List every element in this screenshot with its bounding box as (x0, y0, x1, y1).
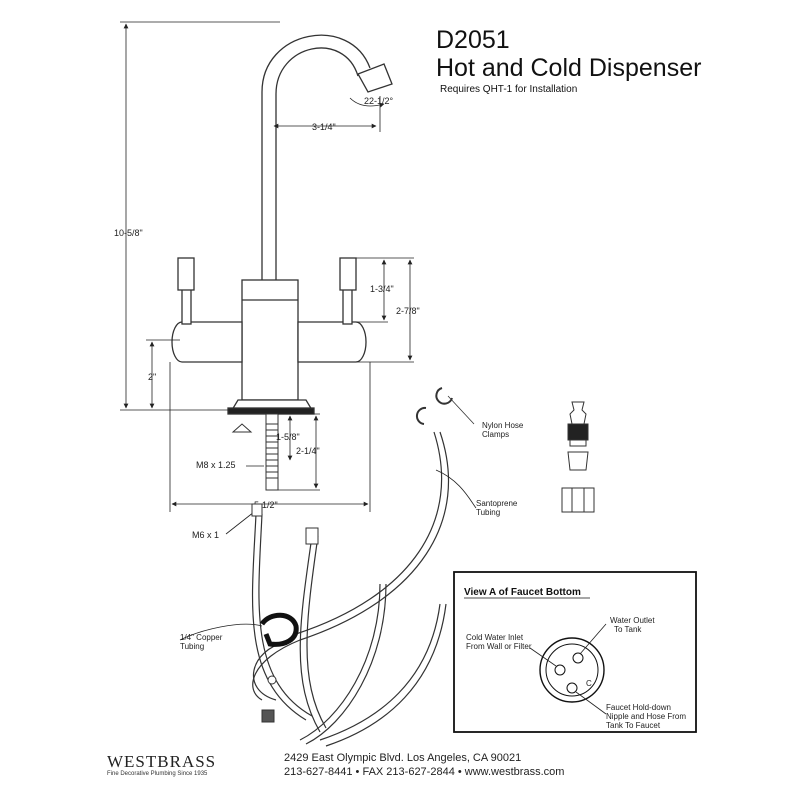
view-a-title: View A of Faucet Bottom (464, 587, 581, 598)
holddown-label-line2: Nipple and Hose From (606, 712, 686, 721)
holddown-label-line3: Tank To Faucet (606, 721, 661, 730)
company-address: 2429 East Olympic Blvd. Los Angeles, CA … (284, 752, 522, 764)
dimension-labels: 22-1/2° 3-1/4" 10-5/8" 1-3/4" 2-7/8" 2" … (114, 96, 420, 540)
fittings (251, 503, 319, 723)
faucet-body (171, 34, 393, 415)
brand-logo: WESTBRASS (107, 752, 217, 771)
copper-label-line2: Tubing (180, 642, 204, 651)
company-contact: 213-627-8441 • FAX 213-627-2844 • www.we… (284, 766, 565, 778)
outlet-label-line2: To Tank (614, 625, 642, 634)
handle-height-label: 1-3/4" (370, 284, 394, 294)
base-height-label: 2" (148, 372, 156, 382)
reach-label: 3-1/4" (312, 122, 336, 132)
thread-main-label: M8 x 1.25 (196, 460, 236, 470)
model-number: D2051 (436, 26, 510, 54)
tubing-label-line1: Santoprene (476, 499, 518, 508)
copper-label-line1: 1/4" Copper (180, 633, 223, 642)
product-name: Hot and Cold Dispenser (436, 54, 702, 82)
thread-small-label: M6 x 1 (192, 530, 219, 540)
hose-barb-fitting (561, 401, 595, 513)
shank-label: 1-5/8" (276, 432, 300, 442)
tubing (251, 431, 449, 747)
clamps-label-line2: Clamps (482, 430, 509, 439)
cold-inlet-port (554, 664, 566, 676)
hose-clamps (415, 387, 475, 425)
shank-total-label: 2-1/4" (296, 446, 320, 456)
outlet-label-line1: Water Outlet (610, 616, 655, 625)
dimension-lines (120, 21, 414, 535)
width-label: 5-1/2" (254, 500, 278, 510)
handle-total-label: 2-7/8" (396, 306, 420, 316)
leader-lines (179, 469, 477, 641)
inlet-label-line2: From Wall or Filter (466, 642, 532, 651)
holddown-label-line1: Faucet Hold-down (606, 703, 671, 712)
tubing-label-line2: Tubing (476, 508, 500, 517)
brand-tagline: Fine Decorative Plumbing Since 1935 (107, 771, 208, 777)
holddown-port (566, 682, 578, 694)
part-labels: Nylon Hose Clamps Santoprene Tubing 1/4"… (180, 421, 524, 651)
mounting-shank (231, 413, 279, 491)
inlet-label-line1: Cold Water Inlet (466, 633, 524, 642)
view-a-inset: View A of Faucet Bottom C Water Outlet T… (453, 571, 697, 733)
installation-requirement: Requires QHT-1 for Installation (440, 84, 578, 95)
water-outlet-port (572, 652, 584, 664)
view-a-mark-c: C (586, 679, 592, 688)
faucet-bottom-inner (545, 643, 599, 697)
spout-angle-label: 22-1/2° (364, 96, 394, 106)
height-label: 10-5/8" (114, 228, 143, 238)
clamps-label-line1: Nylon Hose (482, 421, 524, 430)
